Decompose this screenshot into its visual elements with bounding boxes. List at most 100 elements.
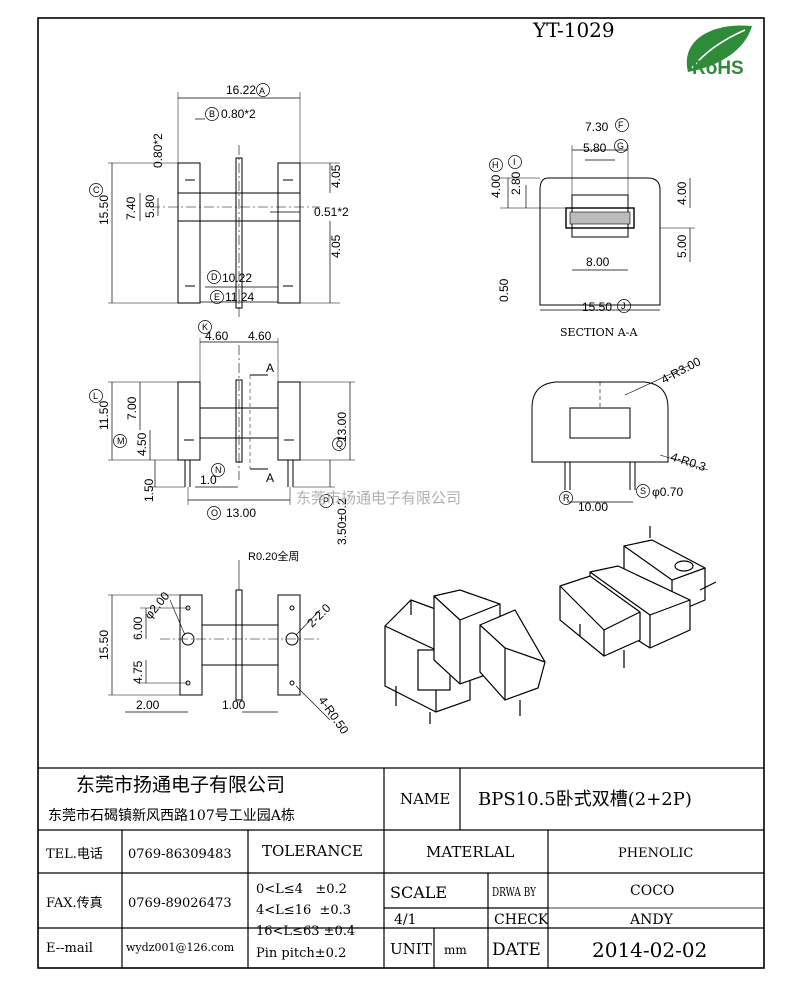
dim-badge-L [89,389,103,403]
svg-text:D: D [211,272,218,282]
dim-L-value: 11.50 [97,401,111,430]
dim-4-05-bottom: 4.05 [329,234,343,258]
dim-section-5-00: 5.00 [675,234,689,258]
dim-C-value: 15.50 [97,195,111,225]
dim-badge-O [207,506,221,520]
dim-badge-B [205,107,219,121]
front-view [89,320,355,520]
drawn-by-label: DRWA BY [492,885,537,899]
dim-badge-R [559,491,573,505]
svg-text:P: P [323,496,329,506]
watermark: 东莞市扬通电子有限公司 [296,489,461,507]
svg-text:R: R [563,493,570,503]
dim-badge-E [210,290,224,304]
svg-text:M: M [117,436,125,446]
side-view [531,364,709,505]
fax-value: 0769-89026473 [128,896,232,911]
dim-bottom-15-50: 15.50 [97,630,111,660]
material-label: MATERLAL [426,843,514,861]
dim-O-value: 13.00 [226,506,256,520]
svg-text:H: H [492,160,499,170]
part-name: BPS10.5卧式双槽(2+2P) [478,789,692,810]
dim-A-value: 16.22 [226,83,256,97]
bottom-view-labels: R0.20全周 φ2.00 15.50 6.00 4.75 2-2.0 4-R0… [97,549,352,737]
name-label: NAME [400,790,450,808]
svg-text:G: G [617,141,624,151]
dim-section-8-00: 8.00 [586,255,610,269]
dim-1-50: 1.50 [142,478,156,502]
isometric-view-1 [384,589,546,724]
email-label: E--mail [46,941,93,956]
dim-badge-M [113,434,127,448]
tolerance-label: TOLERANCE [262,842,363,860]
dim-B-value: 0.80*2 [221,107,256,121]
dim-badge-G [614,139,628,153]
side-view-labels: 4-R3.00 4-R0.3 R 10.00 S φ0.70 [563,354,708,514]
sheet-border [37,17,765,969]
date-label: DATE [492,940,541,960]
tel-value: 0769-86309483 [128,847,232,862]
dim-E-value: 11.24 [225,290,254,304]
drawn-by-value: COCO [630,883,674,899]
dim-badge-J [617,299,631,313]
tel-label: TEL.电话 [46,847,103,862]
dim-side-r03: 4-R0.3 [669,450,708,475]
svg-text:N: N [215,465,222,475]
svg-text:S: S [640,486,646,496]
top-view [89,83,340,320]
company-address: 东莞市石碣镇新风西路107号工业园A栋 [48,807,295,824]
tolerance-row-4: Pin pitch±0.2 [256,946,346,961]
svg-text:K: K [202,322,208,332]
svg-text:L: L [93,391,98,401]
dim-M-value: 4.50 [135,432,149,456]
dim-badge-S [636,484,650,498]
section-view-labels: 7.30 F 5.80 G 4.00 H 2.80 I 4.00 5.00 8.… [489,120,689,339]
unit-label: UNIT [390,940,432,958]
dim-section-0-50: 0.50 [497,278,511,302]
dim-section-4-00: 4.00 [675,181,689,205]
dim-badge-H [489,158,503,172]
dim-7-00: 7.00 [125,396,139,420]
dim-badge-C [89,183,103,197]
dim-P-value: 3.50±0.2 [335,498,349,545]
dim-K2-value: 4.60 [248,329,272,343]
dim-bottom-phi200: φ2.00 [142,589,173,622]
section-mark-A-bottom: A [266,471,274,485]
front-view-labels: K 4.60 4.60 A A 11.50 L 7.00 4.50 M 1.50… [93,322,349,545]
dim-K-value: 4.60 [205,329,229,343]
dim-7-40: 7.40 [124,196,138,220]
tolerance-row-2: 4<L≤16 ±0.3 [256,903,351,918]
check-label: CHECK [494,912,549,928]
dim-side-r300: 4-R3.00 [659,354,704,387]
dim-badge-N [211,463,225,477]
scale-label: SCALE [390,883,447,902]
section-mark-A-top: A [266,361,274,375]
svg-text:B: B [209,109,215,119]
date-value: 2014-02-02 [592,938,707,962]
unit-value: mm [444,943,467,957]
dim-Q-value: 13.00 [335,412,349,442]
dim-N-value: 1.0 [200,473,217,487]
fax-label: FAX.传真 [46,896,103,911]
svg-text:I: I [513,157,516,167]
dim-badge-K [198,320,212,334]
email-value: wydz001@126.com [126,941,235,954]
svg-text:A: A [259,86,265,96]
dim-badge-F [615,118,629,132]
tolerance-row-3: 16<L≤63 ±0.4 [256,924,355,939]
svg-text:F: F [618,120,624,130]
dim-bottom-4-75: 4.75 [131,660,145,684]
part-code: YT-1029 [532,18,615,42]
dim-H-value: 4.00 [489,174,503,198]
dim-G-value: 5.80 [583,141,607,155]
svg-text:C: C [93,185,100,195]
isometric-view-2 [559,526,717,668]
section-label: SECTION A-A [560,326,638,339]
dim-D-value: 10.22 [222,271,252,285]
dim-R-value: 10.00 [578,500,608,514]
dim-F-value: 7.30 [585,120,609,134]
svg-text:J: J [621,301,626,311]
svg-text:O: O [211,508,218,518]
dim-S-value: φ0.70 [652,485,683,499]
